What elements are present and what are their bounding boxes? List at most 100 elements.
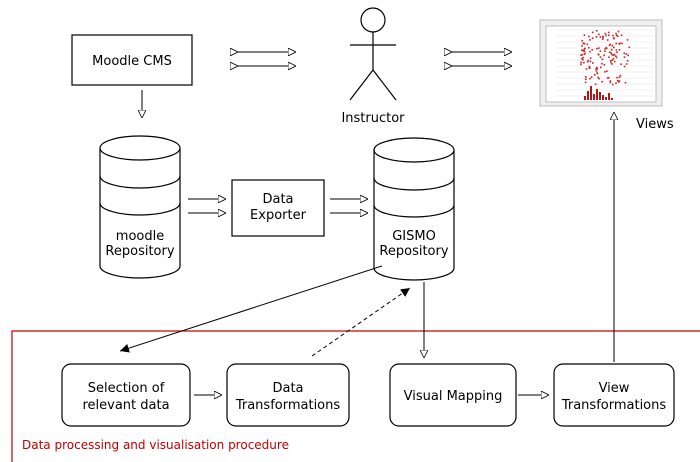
thumbnail-mark [602, 35, 604, 38]
thumbnail-mark [581, 53, 583, 56]
thumbnail-mark [617, 30, 620, 33]
thumbnail-mark [581, 45, 583, 47]
thumbnail-mark [593, 74, 596, 76]
thumbnail-mark [580, 57, 583, 60]
thumbnail-mark [588, 47, 590, 49]
thumbnail-mark [601, 58, 604, 61]
thumbnail-mark [585, 78, 587, 80]
data-exporter-label-2: Exporter [250, 208, 307, 223]
gismo-to-selection-arrow [119, 265, 383, 353]
moodle-cms-box: Moodle CMS [71, 34, 193, 86]
procedure-frame-label: Data processing and visualisation proced… [22, 438, 289, 452]
thumbnail-mark [620, 34, 623, 37]
thumbnail-mark [609, 43, 612, 46]
thumbnail-mark [620, 63, 622, 65]
visual-mapping-label: Visual Mapping [404, 389, 503, 404]
thumbnail-mark [609, 59, 612, 62]
thumbnail-mark [607, 77, 610, 79]
thumbnail-mark [583, 48, 585, 51]
data-transformations-label-1: Data [272, 381, 303, 396]
thumbnail-mark [611, 59, 614, 61]
thumbnail-mark [612, 37, 615, 39]
thumbnail-mark [589, 50, 591, 53]
thumbnail-mark [580, 63, 582, 66]
thumbnail-mark [584, 81, 587, 84]
thumbnail-mark [601, 38, 604, 40]
thumbnail-mark [605, 46, 608, 49]
thumbnail-mark [606, 77, 609, 79]
thumbnail-bar [596, 89, 598, 100]
thumbnail-mark [624, 81, 627, 84]
thumbnail-mark [589, 77, 591, 80]
thumbnail-mark [614, 55, 617, 57]
thumbnail-mark [627, 54, 629, 57]
gismo-repository-label-2: Repository [379, 244, 448, 259]
thumbnail-mark [596, 68, 599, 70]
thumbnail-mark [583, 34, 586, 36]
thumbnail-mark [625, 53, 628, 55]
thumbnail-mark [610, 52, 613, 54]
thumbnail-mark [597, 76, 599, 79]
thumbnail-mark [600, 66, 602, 69]
thumbnail-mark [612, 34, 614, 37]
thumbnail-mark [595, 36, 598, 38]
thumbnail-mark [580, 54, 582, 56]
data-transformations-label-2: Transformations [235, 398, 341, 413]
thumbnail-mark [604, 32, 607, 35]
exporter-to-gismo-arrows [330, 199, 368, 213]
thumbnail-bar [608, 93, 610, 100]
thumbnail-mark [598, 33, 600, 36]
thumbnail-mark [619, 42, 621, 45]
thumbnail-mark [598, 77, 600, 80]
thumbnail-mark [598, 47, 600, 49]
thumbnail-mark [613, 60, 616, 63]
gismo-repository-cylinder: GISMO Repository [373, 137, 455, 281]
thumbnail-mark [581, 39, 583, 42]
transformations-to-gismo-arrow [311, 287, 411, 357]
view-transformations-box: View Transformations [553, 363, 675, 427]
thumbnail-mark [583, 61, 585, 64]
cms-instructor-arrows [238, 52, 296, 66]
thumbnail-bar [593, 94, 595, 100]
thumbnail-mark [591, 49, 593, 51]
thumbnail-mark [603, 64, 606, 66]
thumbnail-mark [618, 49, 621, 51]
view-transformations-label-2: Transformations [561, 398, 667, 413]
thumbnail-mark [582, 59, 584, 61]
moodle-cms-label: Moodle CMS [92, 54, 172, 69]
thumbnail-mark [603, 54, 605, 57]
selection-label-2: relevant data [82, 398, 169, 413]
thumbnail-mark [591, 37, 594, 39]
thumbnail-mark [583, 42, 586, 45]
thumbnail-mark [616, 79, 619, 82]
thumbnail-mark [609, 80, 612, 82]
thumbnail-mark [585, 76, 587, 78]
thumbnail-mark [611, 83, 614, 86]
thumbnail-mark [604, 48, 606, 50]
thumbnail-mark [617, 81, 620, 83]
thumbnail-mark [611, 54, 613, 56]
thumbnail-mark [588, 65, 591, 68]
thumbnail-mark [610, 61, 612, 64]
views-label: Views [636, 117, 674, 132]
thumbnail-mark [601, 62, 603, 65]
thumbnail-mark [628, 46, 631, 49]
views-thumbnail [539, 19, 663, 107]
thumbnail-mark [616, 76, 618, 79]
thumbnail-mark [623, 65, 626, 68]
thumbnail-mark [619, 74, 622, 77]
thumbnail-bar [602, 95, 604, 100]
thumbnail-mark [581, 49, 583, 51]
instructor-views-arrows [452, 52, 512, 66]
thumbnail-mark [604, 50, 606, 52]
thumbnail-mark [580, 61, 582, 64]
thumbnail-mark [599, 50, 602, 52]
thumbnail-mark [584, 52, 586, 55]
thumbnail-mark [602, 36, 604, 39]
thumbnail-mark [618, 80, 621, 82]
thumbnail-mark [621, 42, 623, 45]
thumbnail-mark [612, 57, 615, 60]
thumbnail-mark [586, 43, 589, 46]
thumbnail-mark [608, 56, 610, 58]
